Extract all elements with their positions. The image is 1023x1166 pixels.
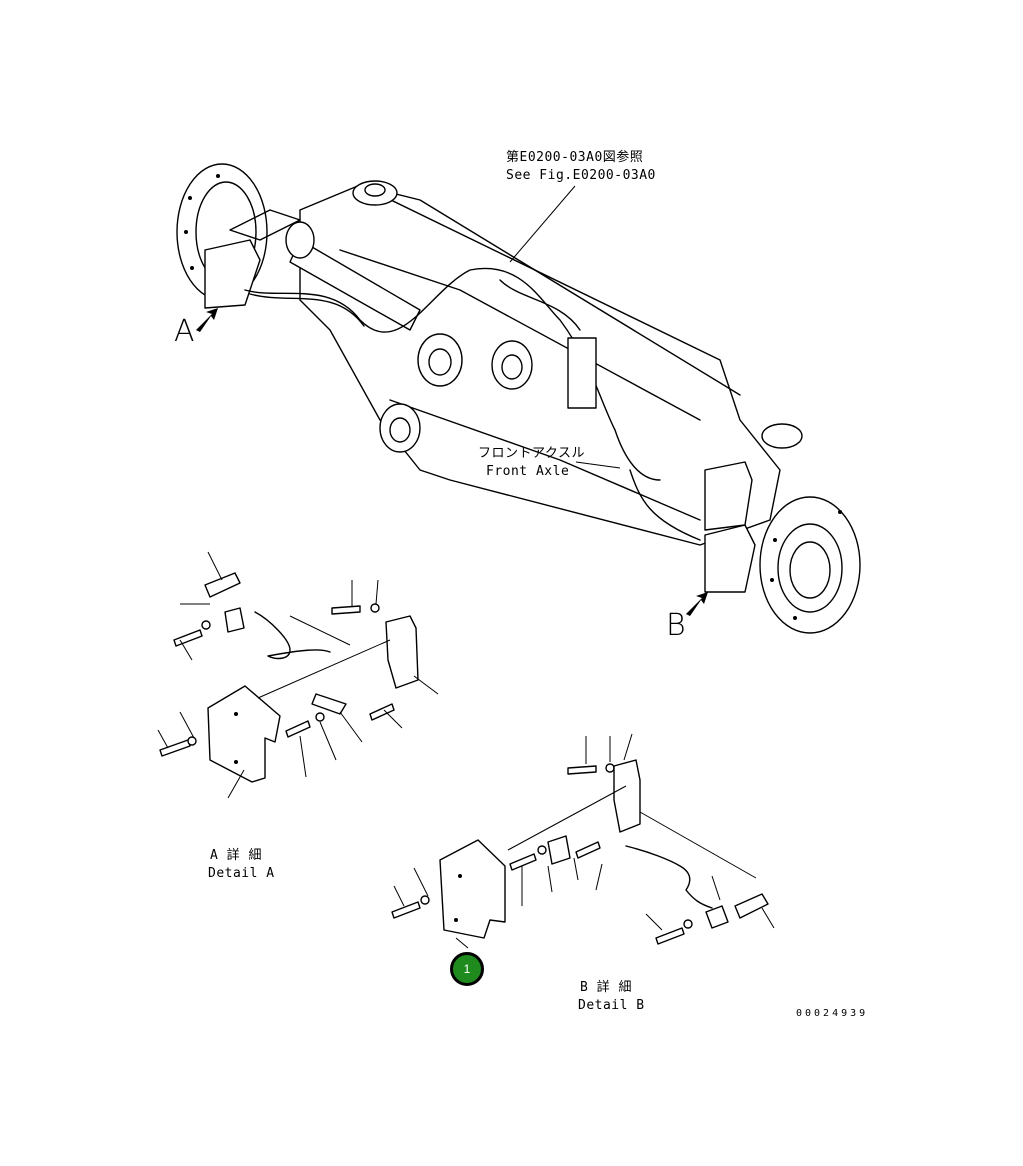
- front-axle-drawing: [176, 163, 861, 634]
- detail-b-drawing: [391, 733, 775, 949]
- drawing-number: 00024939: [796, 1008, 869, 1019]
- part-callout-1[interactable]: 1: [450, 952, 484, 986]
- reference-label-en: See Fig.E0200-03A0: [506, 168, 656, 183]
- front-axle-label-jp: フロントアクスル: [478, 446, 585, 461]
- part-callout-number: 1: [463, 962, 471, 976]
- view-b-label: B: [666, 608, 687, 643]
- reference-label-jp: 第E0200-03A0図参照: [506, 150, 644, 165]
- detail-b-label-jp: B 詳 細: [580, 980, 632, 995]
- view-a-label: A: [174, 314, 196, 349]
- front-axle-label-en: Front Axle: [486, 464, 570, 479]
- detail-a-label-jp: A 詳 細: [210, 848, 262, 863]
- detail-a-label-en: Detail A: [208, 866, 275, 881]
- detail-b-label-en: Detail B: [578, 998, 645, 1013]
- detail-a-drawing: [157, 551, 439, 799]
